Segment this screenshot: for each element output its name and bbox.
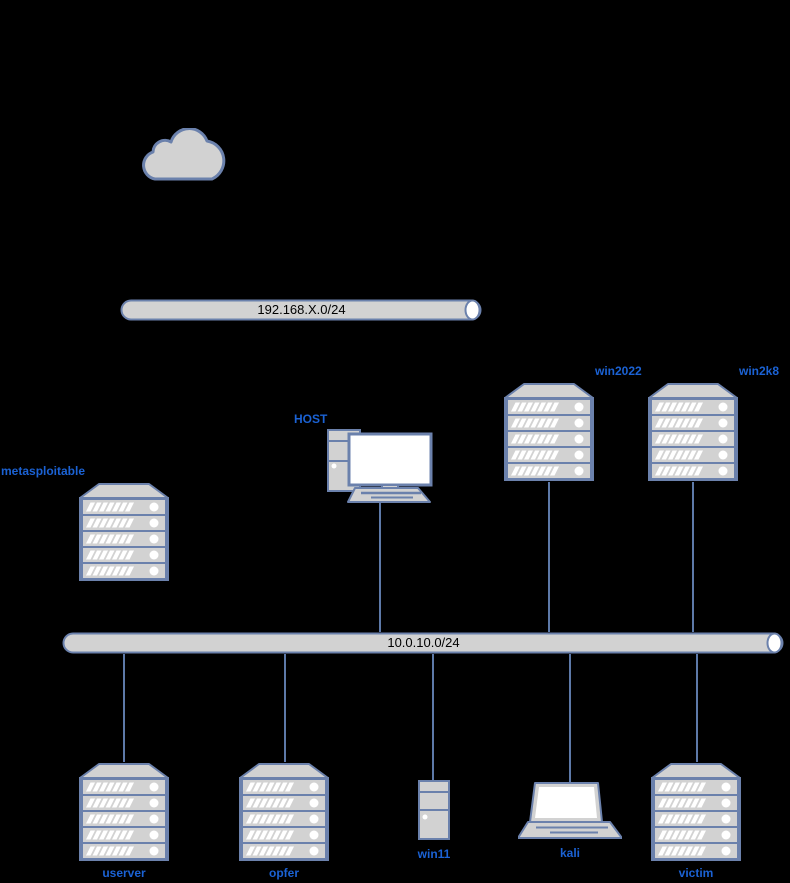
victim-label: victim — [678, 866, 714, 880]
link-lab-to-kali — [569, 654, 571, 784]
link-lab-to-opfer — [284, 654, 286, 762]
internet-cloud-icon — [139, 128, 227, 182]
server-rack-userver — [78, 762, 170, 862]
link-metasploitable-to-lab — [123, 582, 125, 632]
link-host-to-lab — [379, 503, 381, 632]
laptop-kali — [518, 782, 622, 840]
tower-pc-win11 — [418, 780, 450, 840]
win11-label: win11 — [417, 847, 451, 861]
win2022-label: win2022 — [595, 364, 642, 378]
server-rack-opfer — [238, 762, 330, 862]
link-nat-to-host — [382, 321, 384, 434]
server-rack-victim — [650, 762, 742, 862]
nat-subnet-label: 192.168.X.0/24 — [257, 302, 346, 317]
userver-label: userver — [102, 866, 146, 880]
host-label: HOST — [294, 412, 328, 426]
network-bus-lab: 10.0.10.0/24 — [62, 632, 785, 654]
server-rack-win2k8 — [647, 382, 739, 482]
kali-label: kali — [559, 846, 580, 860]
desktop-computer-host — [325, 429, 433, 504]
link-win2k8-to-lab — [692, 482, 694, 632]
network-bus-nat: 192.168.X.0/24 — [120, 299, 483, 321]
link-win2022-to-lab — [548, 482, 550, 632]
server-rack-metasploitable — [78, 482, 170, 582]
link-lab-to-victim — [696, 654, 698, 762]
link-lab-to-win11 — [432, 654, 434, 780]
metasploitable-label: metasploitable — [1, 464, 86, 478]
lab-subnet-label: 10.0.10.0/24 — [387, 635, 460, 650]
win2k8-label: win2k8 — [739, 364, 780, 378]
opfer-label: opfer — [269, 866, 299, 880]
server-rack-win2022 — [503, 382, 595, 482]
link-cloud-to-nat — [182, 181, 184, 299]
link-lab-to-userver — [123, 654, 125, 762]
